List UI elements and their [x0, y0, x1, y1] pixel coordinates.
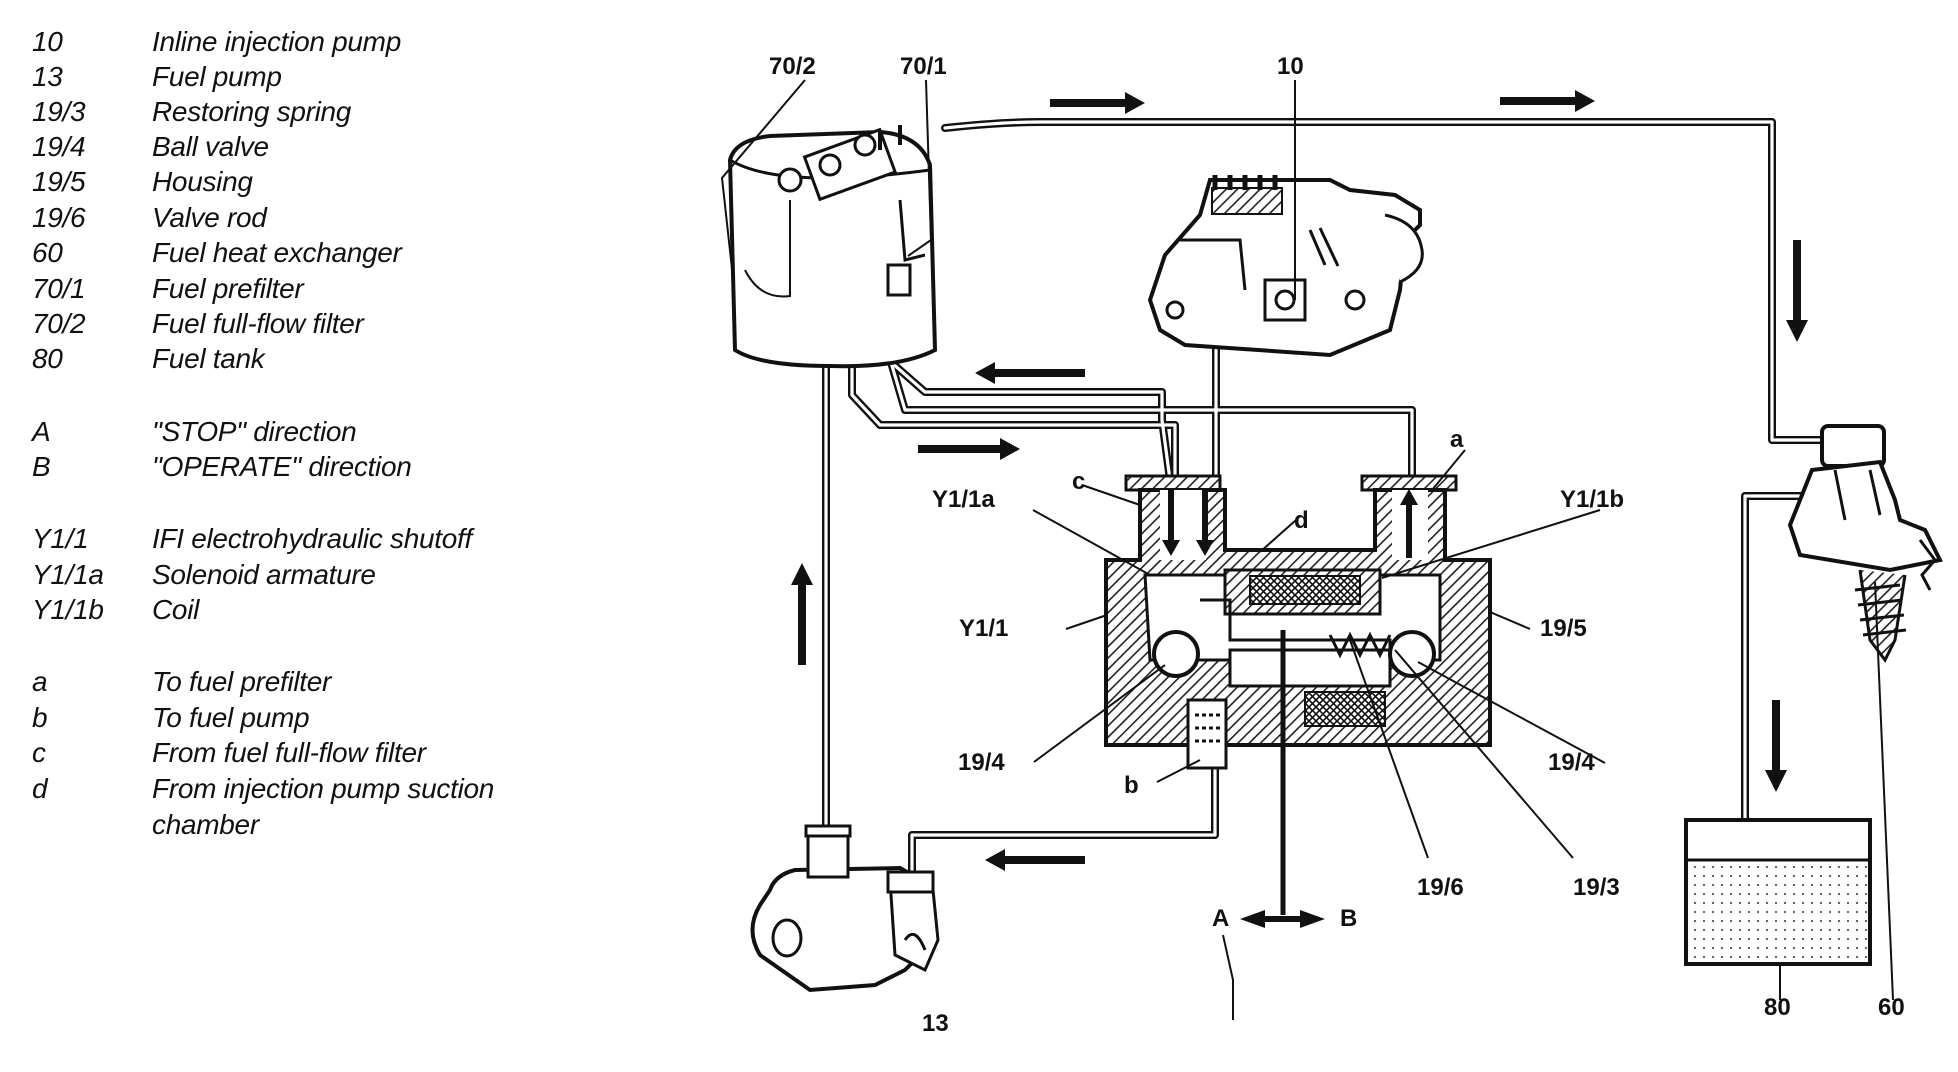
label-y1-1: Y1/1 [959, 615, 1008, 642]
legend-text: "STOP" direction [152, 416, 357, 447]
label-19-4-right: 19/4 [1548, 749, 1595, 776]
legend-code: b [32, 702, 48, 733]
legend-code: B [32, 451, 51, 482]
direction-arrow-b [1300, 910, 1325, 928]
flow-arrow-down [1765, 700, 1787, 792]
label-13: 13 [922, 1010, 949, 1037]
legend-text: Fuel tank [152, 343, 265, 374]
legend-code: Y1/1 [32, 523, 89, 554]
legend-text: Ball valve [152, 131, 269, 162]
label-c: c [1072, 468, 1085, 495]
flow-arrow-up [791, 563, 813, 665]
legend-text: "OPERATE" direction [152, 451, 412, 482]
legend-text: Fuel prefilter [152, 273, 304, 304]
legend-code: 19/3 [32, 96, 86, 127]
label-19-5: 19/5 [1540, 615, 1587, 642]
flow-arrow-down [1162, 490, 1180, 556]
label-direction-a: A [1212, 905, 1229, 932]
legend-code: 13 [32, 61, 63, 92]
inline-injection-pump [1147, 175, 1424, 358]
fuel-heat-exchanger [1787, 424, 1943, 663]
label-80: 80 [1764, 994, 1791, 1021]
leader-lines [720, 79, 1894, 1020]
flow-arrow-right [1500, 90, 1595, 112]
label-direction-b: B [1340, 905, 1357, 932]
legend-code: a [32, 666, 48, 697]
label-d: d [1294, 507, 1309, 534]
legend-text: To fuel pump [152, 702, 310, 733]
direction-arrow-a [1240, 910, 1265, 928]
fuel-filter-assembly [727, 125, 938, 369]
label-19-4-left: 19/4 [958, 749, 1005, 776]
label-a: a [1450, 426, 1464, 453]
label-19-3: 19/3 [1573, 874, 1620, 901]
legend-text: Housing [152, 166, 253, 197]
legend-text: Fuel pump [152, 61, 282, 92]
flow-arrow-left [975, 362, 1085, 384]
legend-text: Solenoid armature [152, 559, 376, 590]
legend-code: 60 [32, 237, 63, 268]
legend-text: Valve rod [152, 202, 267, 233]
label-70-1: 70/1 [900, 53, 947, 80]
legend-text: Inline injection pump [152, 26, 401, 57]
flow-arrow-up [1400, 489, 1418, 558]
flow-arrows [791, 90, 1808, 928]
flow-arrow-left [985, 849, 1085, 871]
fuel-tank [1684, 818, 1872, 966]
legend-text: From injection pump suction [152, 773, 495, 804]
legend-code: c [32, 737, 46, 768]
legend-text: Restoring spring [152, 96, 352, 127]
legend-code: Y1/1b [32, 594, 104, 625]
legend-code: 70/1 [32, 273, 86, 304]
legend-code: 19/5 [32, 166, 86, 197]
legend-code: 19/6 [32, 202, 86, 233]
flow-arrow-down [1196, 490, 1214, 556]
label-70-2: 70/2 [769, 53, 816, 80]
direction-shaft [1262, 916, 1304, 922]
legend-code: 19/4 [32, 131, 86, 162]
legend-code: 80 [32, 343, 63, 374]
legend-text: Fuel heat exchanger [152, 237, 402, 268]
legend-text: Fuel full-flow filter [152, 308, 364, 339]
label-10: 10 [1277, 53, 1304, 80]
flow-arrow-down [1786, 240, 1808, 342]
label-y1-1b: Y1/1b [1560, 486, 1624, 513]
legend-code: d [32, 773, 48, 804]
legend-text: From fuel full-flow filter [152, 737, 426, 768]
diagram-labels: 70/2 70/1 10 c a Y1/1a d Y1/1b Y1/1 19/5… [769, 53, 1905, 1037]
legend-text: IFI electrohydraulic shutoff [152, 523, 472, 554]
flow-arrow-right [1050, 92, 1145, 114]
label-19-6: 19/6 [1417, 874, 1464, 901]
legend-text: To fuel prefilter [152, 666, 332, 697]
legend: 10 Inline injection pump 13 Fuel pump 19… [0, 0, 600, 1072]
fuel-pump [750, 824, 940, 993]
legend-code: 70/2 [32, 308, 86, 339]
legend-text: chamber [152, 809, 259, 840]
label-y1-1a: Y1/1a [932, 486, 995, 513]
flow-arrow-right [918, 438, 1020, 460]
label-60: 60 [1878, 994, 1905, 1021]
legend-code: Y1/1a [32, 559, 104, 590]
label-b: b [1124, 772, 1139, 799]
legend-code: 10 [32, 26, 63, 57]
legend-code: A [32, 416, 51, 447]
legend-text: Coil [152, 594, 200, 625]
